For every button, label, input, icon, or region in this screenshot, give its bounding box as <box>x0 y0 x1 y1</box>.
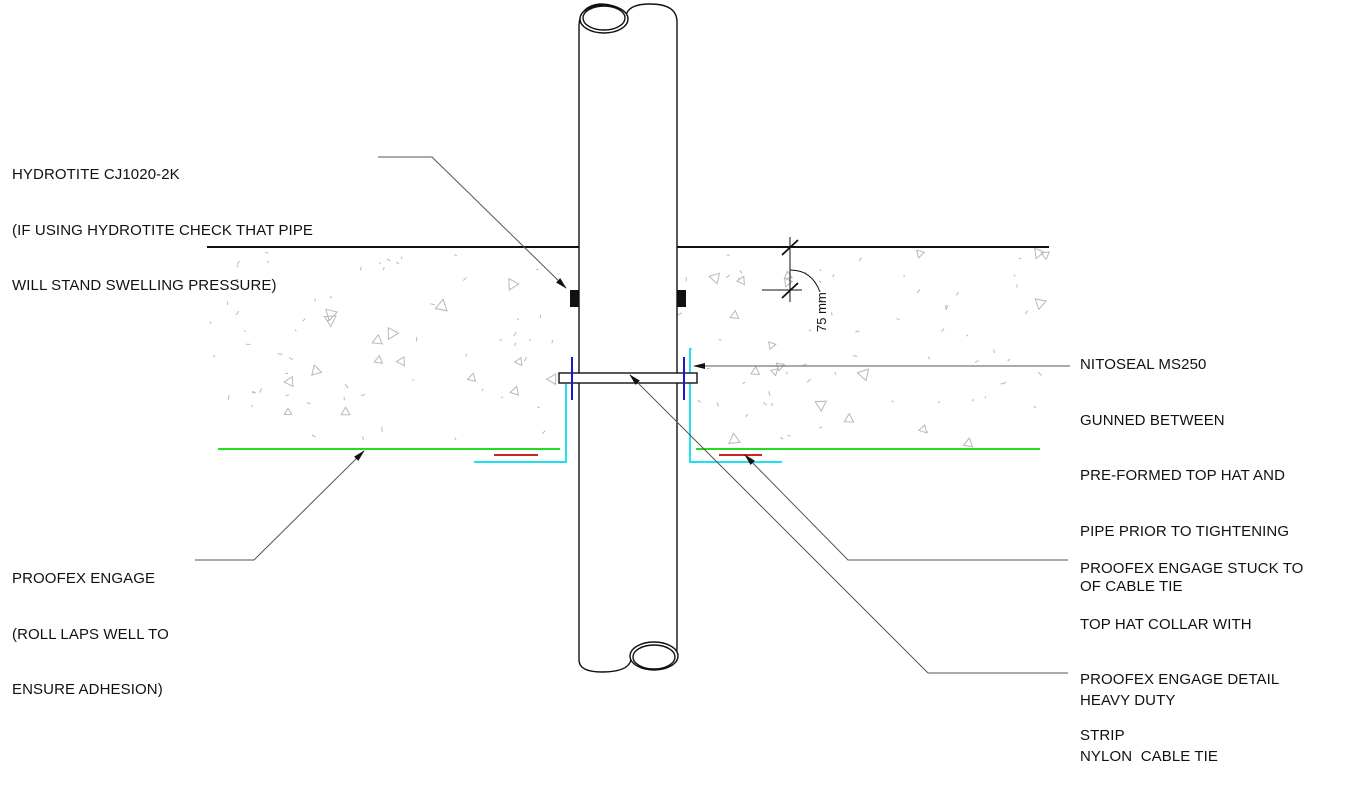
leader-proofex-stuck <box>745 455 1068 560</box>
hydrotite-right <box>677 290 686 307</box>
top-hat-left <box>474 384 566 462</box>
annotation-proofex-engage: PROOFEX ENGAGE (ROLL LAPS WELL TO ENSURE… <box>12 533 169 718</box>
annotation-line: (ROLL LAPS WELL TO <box>12 626 169 645</box>
annotation-hydrotite: HYDROTITE CJ1020-2K (IF USING HYDROTITE … <box>12 129 313 314</box>
annotation-line: (IF USING HYDROTITE CHECK THAT PIPE <box>12 222 313 241</box>
leader-proofex-engage <box>195 451 364 560</box>
annotation-line: ENSURE ADHESION) <box>12 681 169 700</box>
annotation-line: WILL STAND SWELLING PRESSURE) <box>12 277 313 296</box>
annotation-line: HEAVY DUTY <box>1080 692 1218 711</box>
annotation-line: PROOFEX ENGAGE <box>12 570 169 589</box>
pipe <box>579 4 678 672</box>
hydrotite-left <box>570 290 579 307</box>
top-hat-right <box>690 348 782 462</box>
annotation-line: TOP HAT COLLAR WITH <box>1080 616 1303 635</box>
annotation-line: NYLON CABLE TIE <box>1080 748 1218 767</box>
annotation-line: PROOFEX ENGAGE STUCK TO <box>1080 560 1303 579</box>
annotation-line: NITOSEAL MS250 <box>1080 356 1289 375</box>
leader-cable-tie <box>630 375 1068 673</box>
dimension-label: 75 mm <box>814 292 829 332</box>
annotation-line: GUNNED BETWEEN <box>1080 412 1289 431</box>
annotation-line: PRE-FORMED TOP HAT AND <box>1080 467 1289 486</box>
leader-hydrotite <box>378 157 566 288</box>
cable-tie-band <box>559 373 697 383</box>
annotation-cable-tie: HEAVY DUTY NYLON CABLE TIE <box>1080 655 1218 785</box>
annotation-line: HYDROTITE CJ1020-2K <box>12 166 313 185</box>
